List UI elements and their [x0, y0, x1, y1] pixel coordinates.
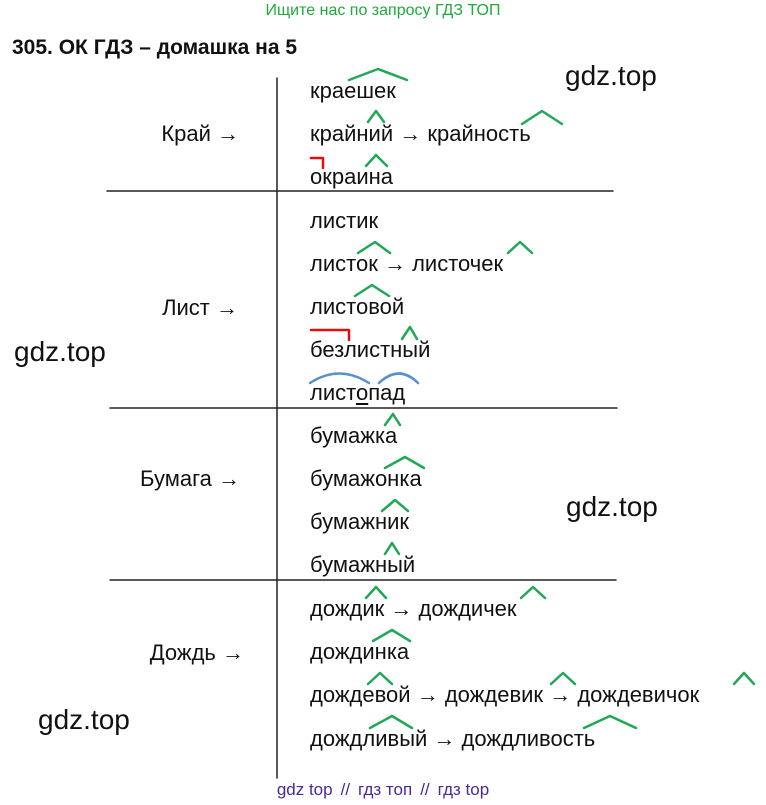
suffix-mark	[366, 671, 394, 686]
watermark: gdz.top	[14, 336, 106, 367]
word: листочек	[412, 251, 504, 276]
root-arc	[377, 372, 420, 385]
footer-link[interactable]: gdz top	[276, 780, 333, 799]
word-line: дождинка	[310, 639, 409, 665]
word: бумажонка	[310, 466, 422, 491]
top-banner: Ищите нас по запросу ГДЗ ТОП	[265, 2, 501, 19]
suffix-mark	[380, 498, 410, 513]
word: дождик	[310, 596, 385, 621]
watermark: gdz.top	[565, 60, 657, 91]
connecting-vowel: о	[355, 380, 369, 405]
group-label-krai: Край →	[161, 121, 239, 146]
suffix-mark	[383, 541, 401, 556]
word: бумажник	[310, 509, 410, 534]
word: крайность	[427, 121, 531, 146]
word: дождичек	[418, 596, 517, 621]
suffix-mark	[582, 714, 638, 730]
suffix-mark	[371, 628, 412, 643]
word: листовой	[310, 294, 405, 319]
word-line: листик	[310, 208, 378, 234]
footer-link[interactable]: гдз топ	[358, 780, 413, 799]
word-line: листок → листочек	[310, 251, 503, 277]
word-line: бумажонка	[310, 466, 422, 492]
prefix-mark	[309, 156, 325, 170]
arrow: →	[390, 596, 413, 621]
suffix-mark	[366, 109, 386, 124]
word-line: краешек	[310, 78, 396, 104]
group-label-bumaga: Бумага →	[140, 466, 240, 491]
word: безлистный	[310, 337, 431, 362]
word: дождевичок	[577, 682, 700, 707]
word-line: бумажка	[310, 423, 397, 449]
word-line: безлистный	[310, 337, 430, 363]
arrow: →	[383, 251, 406, 276]
suffix-mark	[356, 240, 392, 255]
suffix-mark	[400, 325, 419, 341]
footer-separator: //	[420, 780, 430, 799]
word-line: крайний → крайность	[310, 121, 531, 147]
watermark: gdz.top	[38, 704, 130, 735]
word: дождинка	[310, 639, 410, 664]
suffix-mark	[732, 671, 756, 686]
suffix-mark	[347, 67, 409, 82]
word-line: листовой	[310, 294, 404, 320]
word: бумажка	[310, 423, 398, 448]
word: дождливость	[461, 726, 596, 751]
prefix-marks	[309, 156, 351, 342]
word-line: бумажный	[310, 552, 415, 578]
group-label-list: Лист →	[162, 295, 238, 320]
word-line: бумажник	[310, 509, 409, 535]
page-title: 305. ОК ГДЗ – домашка на 5	[12, 36, 298, 59]
suffix-mark	[520, 109, 564, 126]
suffix-mark	[383, 455, 426, 470]
word: дождевой	[310, 682, 411, 707]
suffix-marks	[347, 67, 756, 730]
footer-separator: //	[340, 780, 351, 799]
word: крайний	[310, 121, 394, 146]
suffix-mark	[383, 412, 402, 427]
word-root: лист	[310, 380, 356, 405]
word: листик	[310, 208, 379, 233]
word: дождевик	[444, 682, 544, 707]
word-line: дождик → дождичек	[310, 596, 517, 622]
word: дождливый	[310, 726, 428, 751]
word-root: пад	[368, 380, 406, 405]
watermark: gdz.top	[566, 491, 658, 522]
word: краешек	[310, 78, 396, 103]
footer-link[interactable]: гдз top	[437, 780, 490, 799]
suffix-mark	[364, 153, 389, 168]
suffix-mark	[368, 714, 414, 730]
arrow: →	[399, 121, 422, 146]
footer: gdz top // гдз топ // гдз top	[0, 780, 766, 800]
suffix-mark	[519, 585, 547, 600]
arrow: →	[416, 682, 439, 707]
suffix-mark	[549, 671, 577, 686]
root-marks	[308, 372, 420, 385]
root-arc	[308, 372, 371, 385]
word-line: дождливый → дождливость	[310, 726, 595, 752]
suffix-mark	[364, 585, 388, 600]
arrow: →	[549, 682, 572, 707]
prefix-mark	[309, 328, 351, 342]
suffix-mark	[506, 240, 534, 255]
arrow: →	[433, 726, 456, 751]
suffix-mark	[353, 283, 391, 298]
word: листок	[310, 251, 378, 276]
group-label-dozhd: Дождь →	[149, 640, 244, 665]
word: бумажный	[310, 552, 416, 577]
word-line: листопад	[310, 380, 405, 406]
word-line: дождевой → дождевик → дождевичок	[310, 682, 699, 708]
